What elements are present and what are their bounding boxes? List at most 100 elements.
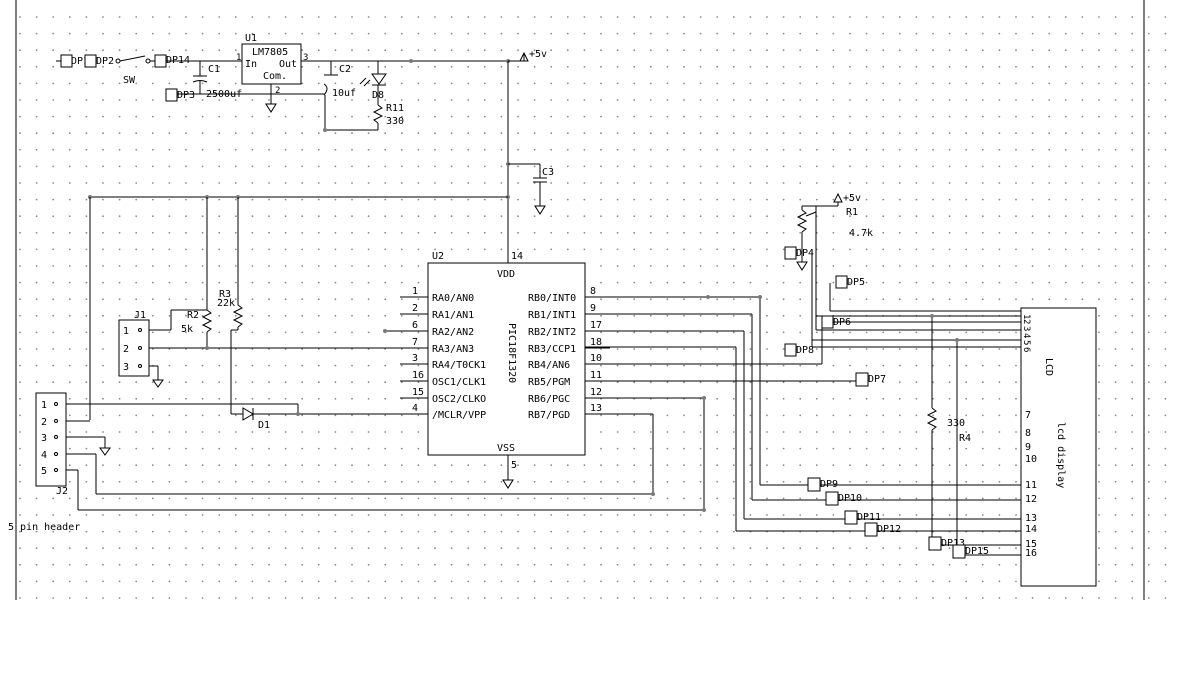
lcd-pin-number: 8 xyxy=(1025,428,1031,439)
svg-text:DP6: DP6 xyxy=(833,317,851,328)
svg-text:R4: R4 xyxy=(959,433,971,444)
svg-text:C1: C1 xyxy=(208,64,220,75)
test-point-dp13[interactable]: DP13 xyxy=(928,536,965,551)
test-point-dp2[interactable]: DP2 xyxy=(84,54,114,68)
supply-5v-r1: +5v xyxy=(802,192,861,207)
svg-text:DP12: DP12 xyxy=(877,524,901,535)
mcu-pin-number: 10 xyxy=(590,353,602,364)
mcu-pin-number: 9 xyxy=(590,303,596,314)
lcd-pin-number: 5 xyxy=(1021,340,1031,345)
svg-text:1: 1 xyxy=(236,53,241,63)
mcu-pin-label: RA0/AN0 xyxy=(432,293,474,304)
svg-text:+5v: +5v xyxy=(529,49,547,60)
lcd-pin-number: 6 xyxy=(1021,347,1031,352)
test-point-dp5[interactable]: DP5 xyxy=(835,275,865,289)
mcu-pin-number: 6 xyxy=(412,320,418,331)
test-point-dp12[interactable]: DP12 xyxy=(864,522,901,537)
lcd-pin-number: 13 xyxy=(1025,513,1037,524)
svg-text:LM7805: LM7805 xyxy=(252,47,288,58)
svg-text:3: 3 xyxy=(41,433,47,444)
svg-text:2: 2 xyxy=(41,417,47,428)
test-point-dp1[interactable]: DP1 xyxy=(56,54,89,68)
diode-d1: D1 xyxy=(231,407,420,431)
svg-text:1: 1 xyxy=(123,326,129,337)
svg-text:+5v: +5v xyxy=(843,193,861,204)
power-supply-section: DP1 DP2 SW DP14 C1 2500uf xyxy=(56,33,554,250)
mcu-pin-number: 7 xyxy=(412,337,418,348)
lcd-title: LCD xyxy=(1043,358,1054,376)
mcu-pin-number: 4 xyxy=(412,403,418,414)
svg-text:4.7k: 4.7k xyxy=(849,228,873,239)
test-point-dp4[interactable]: DP4 xyxy=(784,246,814,260)
svg-text:Com.: Com. xyxy=(263,71,287,82)
mcu-pin-label: RB0/INT0 xyxy=(528,293,576,304)
svg-text:VSS: VSS xyxy=(497,443,515,454)
supply-5v-top: +5v xyxy=(519,49,547,62)
microcontroller-u2: U2 VDD VSS 14 5 PIC18F1320 1RA0/AN02RA1/… xyxy=(400,250,610,489)
lcd-pin-number: 14 xyxy=(1025,524,1037,535)
svg-text:5: 5 xyxy=(511,460,517,471)
mcu-part-number: PIC18F1320 xyxy=(506,323,517,383)
svg-text:D1: D1 xyxy=(258,420,270,431)
svg-text:4: 4 xyxy=(41,450,47,461)
test-point-dp8[interactable]: DP8 xyxy=(784,343,814,357)
mcu-pin-number: 12 xyxy=(590,387,602,398)
capacitor-c2: C2 10uf xyxy=(323,61,356,130)
mcu-pin-label: RB7/PGD xyxy=(528,410,570,421)
resistor-r11: R11 330 xyxy=(372,85,404,130)
mcu-pin-label: RB6/PGC xyxy=(528,394,570,405)
svg-text:DP9: DP9 xyxy=(820,479,838,490)
svg-text:3: 3 xyxy=(123,362,129,373)
lcd-pin-number: 7 xyxy=(1025,410,1031,421)
power-switch[interactable]: SW xyxy=(115,55,155,86)
mcu-pin-label: RA1/AN1 xyxy=(432,310,474,321)
test-point-dp10[interactable]: DP10 xyxy=(825,491,862,506)
resistor-r1: R1 4.7k xyxy=(796,206,873,330)
mcu-pin-label: RB1/INT1 xyxy=(528,310,576,321)
lcd-pin-number: 16 xyxy=(1025,548,1037,559)
svg-text:R2: R2 xyxy=(187,310,199,321)
connector-j1[interactable]: J1 1 2 3 xyxy=(118,310,150,377)
dot-grid xyxy=(19,16,1167,599)
test-point-dp3[interactable]: DP3 xyxy=(165,88,195,102)
svg-text:U1: U1 xyxy=(245,33,257,44)
lcd-pin-number: 3 xyxy=(1021,326,1031,331)
mcu-pin-label: OSC1/CLK1 xyxy=(432,377,486,388)
lcd-pin-number: 15 xyxy=(1025,539,1037,550)
led-d8: D8 xyxy=(359,61,387,101)
svg-text:14: 14 xyxy=(511,251,523,262)
capacitor-c3: C3 xyxy=(533,164,554,215)
test-point-dp11[interactable]: DP11 xyxy=(844,510,881,525)
test-point-dp15[interactable]: DP15 xyxy=(952,544,989,559)
svg-text:5k: 5k xyxy=(181,324,193,335)
connector-j2[interactable]: J2 1 2 3 4 5 5 pin header xyxy=(8,392,80,533)
svg-text:R11: R11 xyxy=(386,103,404,114)
test-point-dp9[interactable]: DP9 xyxy=(807,477,838,492)
mcu-pin-label: RA3/AN3 xyxy=(432,344,474,355)
test-point-dp7[interactable]: DP7 xyxy=(855,372,886,387)
mcu-pin-number: 16 xyxy=(412,370,424,381)
svg-text:2: 2 xyxy=(123,344,129,355)
svg-text:DP2: DP2 xyxy=(96,56,114,67)
resistor-r2: R2 5k xyxy=(181,197,213,348)
mcu-pin-number: 15 xyxy=(412,387,424,398)
svg-text:DP10: DP10 xyxy=(838,493,862,504)
svg-text:DP1: DP1 xyxy=(71,56,89,67)
mcu-pin-number: 13 xyxy=(590,403,602,414)
svg-text:J2: J2 xyxy=(56,486,68,497)
lcd-pin-number: 10 xyxy=(1025,454,1037,465)
mcu-pin-label: /MCLR/VPP xyxy=(432,410,486,421)
svg-text:DP5: DP5 xyxy=(847,277,865,288)
mcu-pin-label: RB5/PGM xyxy=(528,377,570,388)
svg-text:In: In xyxy=(245,59,257,70)
mcu-pin-number: 1 xyxy=(412,286,418,297)
test-point-dp6[interactable]: DP6 xyxy=(821,315,851,329)
sheet-border xyxy=(15,0,1145,600)
mcu-pin-number: 17 xyxy=(590,320,602,331)
ground-symbol xyxy=(265,103,277,113)
svg-text:C2: C2 xyxy=(339,64,351,75)
svg-text:10uf: 10uf xyxy=(332,88,356,99)
svg-text:DP4: DP4 xyxy=(796,248,814,259)
mcu-pin-label: RB4/AN6 xyxy=(528,360,570,371)
